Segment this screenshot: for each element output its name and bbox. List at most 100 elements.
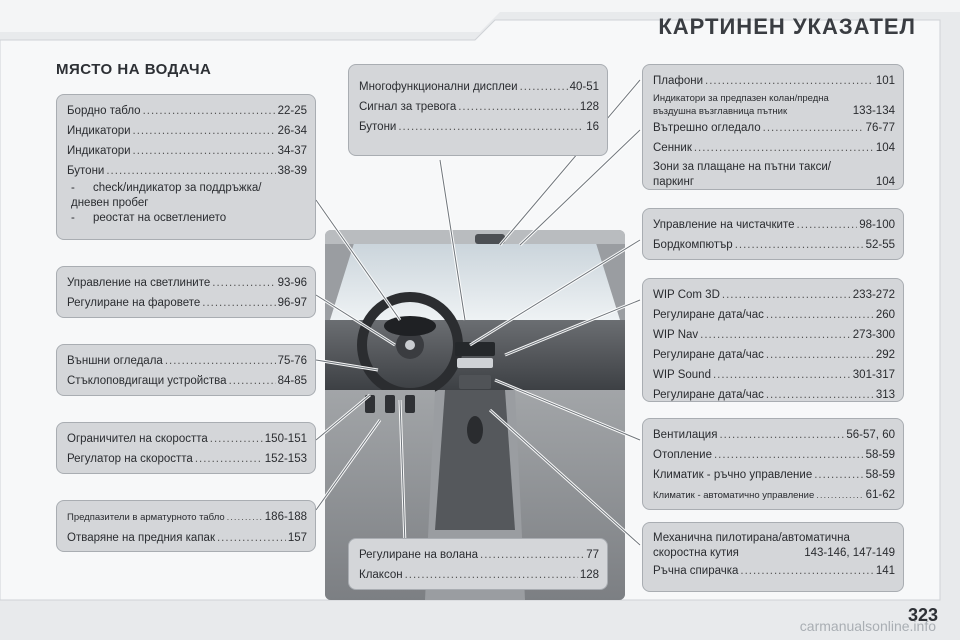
entry-page: 104 <box>875 176 895 188</box>
entry-label: Бутони <box>359 121 397 133</box>
box-steering: Регулиране на волана77 Клаксон128 <box>348 538 608 590</box>
entry-page: 233-272 <box>852 289 895 301</box>
sub-entry: - реостат на осветлението <box>67 211 307 226</box>
entry-label: скоростна кутия <box>653 547 739 559</box>
index-entry[interactable]: Регулиране дата/час260 <box>653 305 895 325</box>
index-entry[interactable]: Регулиране на фаровете 96-97 <box>67 293 307 313</box>
entry-page: 52-55 <box>865 239 895 251</box>
index-entry-multiline[interactable]: Индикатори за предпазен колан/предна въз… <box>653 93 895 118</box>
box-instrument-panel: Бордно табло22-25 Индикатори 26-34 Индика… <box>56 94 316 240</box>
entry-label: Стъклоповдигащи устройства <box>67 375 227 387</box>
entry-label: Бутони <box>67 165 105 177</box>
entry-page: 58-59 <box>865 469 895 481</box>
index-entry[interactable]: Ограничител на скоростта150-151 <box>67 429 307 449</box>
entry-label: Регулатор на скоростта <box>67 453 193 465</box>
index-entry[interactable]: Вентилация56-57, 60 <box>653 425 895 445</box>
entry-page: 16 <box>586 121 599 133</box>
entry-label-line: Механична пилотирана/автоматична <box>653 532 850 544</box>
entry-label: Климатик - ръчно управление <box>653 469 813 481</box>
index-entry[interactable]: Регулиране дата/час313 <box>653 385 895 405</box>
index-entry[interactable]: Отваряне на предния капак157 <box>67 528 307 548</box>
entry-page: 128 <box>579 101 599 113</box>
index-entry[interactable]: Предпазители в арматурното табло186-188 <box>67 507 307 528</box>
index-entry[interactable]: Плафони101 <box>653 71 895 91</box>
entry-page: 75-76 <box>277 355 307 367</box>
index-entry[interactable]: Клаксон128 <box>359 565 599 585</box>
index-entry[interactable]: Индикатори34-37 <box>67 141 307 161</box>
index-entry[interactable]: Климатик - автоматично управление61-62 <box>653 485 895 506</box>
entry-label: Вътрешно огледало <box>653 122 761 134</box>
index-entry[interactable]: Бордно табло22-25 <box>67 101 307 121</box>
entry-page: 186-188 <box>264 511 307 523</box>
index-entry[interactable]: WIP Sound301-317 <box>653 365 895 385</box>
entry-label: Регулиране дата/час <box>653 349 764 361</box>
index-entry[interactable]: Бутони 16 <box>359 117 599 137</box>
entry-page: 104 <box>875 142 895 154</box>
index-entry-multiline[interactable]: Механична пилотирана/автоматична скорост… <box>653 531 895 561</box>
index-entry[interactable]: Вътрешно огледало 76-77 <box>653 118 895 138</box>
dash: - <box>71 212 75 224</box>
section-title: МЯСТО НА ВОДАЧА <box>56 61 212 78</box>
entry-page: 96-97 <box>277 297 307 309</box>
index-entry[interactable]: Отопление58-59 <box>653 445 895 465</box>
entry-label: Отопление <box>653 449 712 461</box>
box-speed-control: Ограничител на скоростта150-151 Регулато… <box>56 422 316 474</box>
index-entry[interactable]: Многофункционални дисплеи 40-51 <box>359 77 599 97</box>
page-title: КАРТИНЕН УКАЗАТЕЛ <box>658 14 916 39</box>
index-entry[interactable]: Регулатор на скоростта 152-153 <box>67 449 307 469</box>
entry-label: WIP Sound <box>653 369 711 381</box>
entry-page: 26-34 <box>277 125 307 137</box>
entry-page: 292 <box>875 349 895 361</box>
entry-label: Индикатори <box>67 125 131 137</box>
entry-label: Бордно табло <box>67 105 141 117</box>
entry-page: 76-77 <box>865 122 895 134</box>
box-fuses-bonnet: Предпазители в арматурното табло186-188 … <box>56 500 316 552</box>
entry-label: Плафони <box>653 75 704 87</box>
index-entry[interactable]: Бордкомпютър52-55 <box>653 235 895 255</box>
entry-label: Регулиране на фаровете <box>67 297 201 309</box>
index-entry[interactable]: Управление на чистачките 98-100 <box>653 215 895 235</box>
dash: - <box>71 182 75 194</box>
entry-page: 38-39 <box>277 165 307 177</box>
index-entry[interactable]: Сенник 104 <box>653 138 895 158</box>
entry-page: 150-151 <box>264 433 307 445</box>
entry-label: WIP Com 3D <box>653 289 720 301</box>
index-entry[interactable]: Стъклоповдигащи устройства84-85 <box>67 371 307 391</box>
page-number: 323 <box>907 605 938 625</box>
sub-entry-continuation: дневен пробег <box>71 197 149 209</box>
entry-label-line: Зони за плащане на пътни такси/ <box>653 161 831 173</box>
box-interior-lights: Плафони101 Индикатори за предпазен колан… <box>642 64 904 190</box>
sub-entry-text: реостат на осветлението <box>93 212 227 224</box>
entry-page: 98-100 <box>859 219 895 231</box>
index-entry[interactable]: Външни огледала75-76 <box>67 351 307 371</box>
entry-page: 313 <box>875 389 895 401</box>
index-entry[interactable]: WIP Nav 273-300 <box>653 325 895 345</box>
box-lighting: Управление на светлините93-96 Регулиране… <box>56 266 316 318</box>
index-entry[interactable]: Ръчна спирачка141 <box>653 561 895 581</box>
index-entry[interactable]: Климатик - ръчно управление 58-59 <box>653 465 895 485</box>
index-entry[interactable]: Бутони 38-39 <box>67 161 307 181</box>
entry-page: 157 <box>287 532 307 544</box>
entry-label: Климатик - автоматично управление <box>653 490 815 501</box>
entry-page: 133-134 <box>852 105 895 117</box>
box-mirrors-windows: Външни огледала75-76 Стъклоповдигащи уст… <box>56 344 316 396</box>
index-entry[interactable]: WIP Com 3D 233-272 <box>653 285 895 305</box>
entry-page: 152-153 <box>264 453 307 465</box>
watermark: carmanualsonline.info <box>799 618 936 634</box>
entry-page: 40-51 <box>569 81 599 93</box>
box-displays: Многофункционални дисплеи 40-51 Сигнал за… <box>348 64 608 156</box>
entry-label: WIP Nav <box>653 329 699 341</box>
index-entry[interactable]: Индикатори 26-34 <box>67 121 307 141</box>
entry-page: 273-300 <box>852 329 895 341</box>
index-entry[interactable]: Управление на светлините93-96 <box>67 273 307 293</box>
index-entry[interactable]: Регулиране дата/час 292 <box>653 345 895 365</box>
index-entry[interactable]: Регулиране на волана77 <box>359 545 599 565</box>
entry-label: Управление на чистачките <box>653 219 795 231</box>
index-entry[interactable]: Сигнал за тревога128 <box>359 97 599 117</box>
box-wipers: Управление на чистачките 98-100 Бордкомпю… <box>642 208 904 260</box>
entry-label: Сенник <box>653 142 692 154</box>
entry-label: Многофункционални дисплеи <box>359 81 518 93</box>
entry-label: Клаксон <box>359 569 403 581</box>
